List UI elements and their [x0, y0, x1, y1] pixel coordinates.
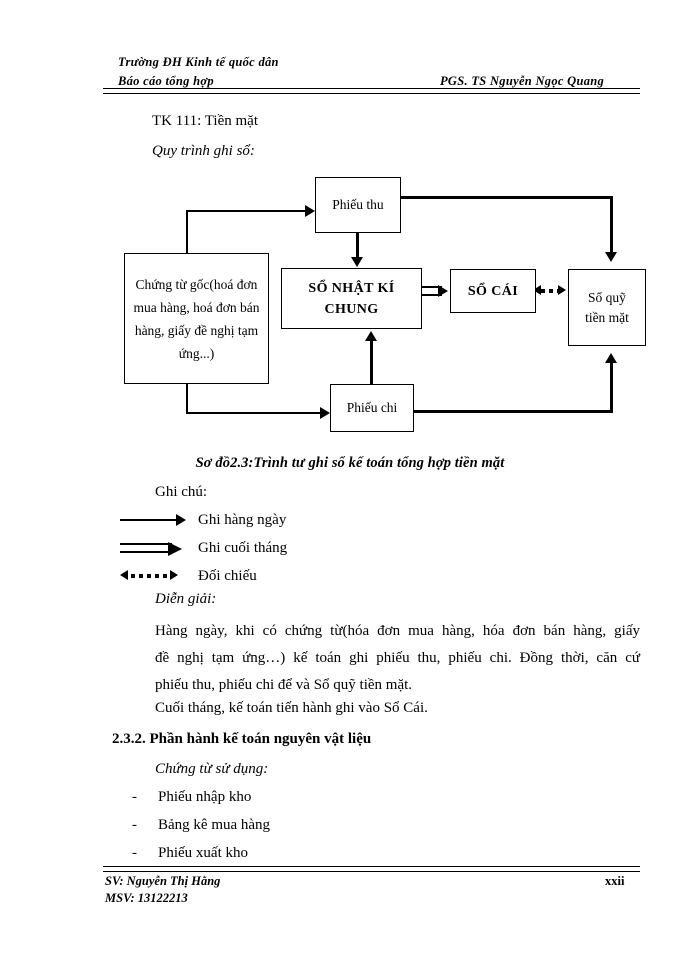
connector-source-to-payment-horizontal — [186, 412, 322, 414]
node-source-documents: Chứng từ gốc(hoá đơn mua hàng, hoá đơn b… — [124, 253, 269, 384]
explanation-label: Diễn giải: — [155, 591, 217, 607]
list-item: - Phiếu xuất kho — [132, 845, 248, 862]
node-receipt-voucher-label: Phiếu thu — [332, 197, 384, 212]
list-item-marker: - — [132, 845, 137, 861]
documents-label: Chứng từ sử dụng: — [155, 761, 269, 777]
connector-receipt-to-journal — [356, 233, 359, 259]
node-general-ledger: SỔ CÁI — [450, 269, 536, 313]
explanation-line-3: phiếu thu, phiếu chi để và Sổ quỹ tiền m… — [155, 677, 413, 693]
legend-label-reconcile: Đối chiếu — [198, 568, 257, 584]
arrowhead-source-to-payment — [320, 407, 330, 419]
connector-source-to-receipt-horizontal — [186, 210, 306, 212]
list-item-marker: - — [132, 817, 137, 833]
diagram-caption: Sơ đồ2.3:Trình tư ghi sổ kế toán tổng hợ… — [195, 455, 505, 471]
header-report-title: Báo cáo tổng hợp — [118, 74, 214, 88]
list-item-label: Phiếu nhập kho — [158, 789, 252, 805]
list-item-label: Bảng kê mua hàng — [158, 817, 271, 833]
process-label: Quy trình ghi sổ: — [152, 143, 255, 159]
node-cash-book-label-line2: tiền mặt — [585, 309, 629, 325]
footer-page-number: xxii — [605, 874, 625, 888]
connector-source-to-payment-vertical — [186, 382, 188, 414]
explanation-line-2: đề nghị tạm ứng…) kế toán ghi phiếu thu,… — [155, 650, 640, 666]
footer-student-id: MSV: 13122213 — [105, 891, 188, 905]
connector-source-to-receipt-vertical — [186, 210, 188, 255]
arrowhead-payment-to-journal — [365, 331, 377, 341]
legend-label-monthly: Ghi cuối tháng — [198, 540, 288, 556]
connector-payment-to-cashbook-horizontal — [413, 410, 613, 413]
footer-student-name: SV: Nguyễn Thị Hằng — [105, 874, 221, 888]
closing-line: Cuối tháng, kế toán tiến hành ghi vào Sổ… — [155, 700, 428, 716]
arrowhead-reconcile-right — [558, 285, 566, 295]
connector-receipt-to-cashbook-vertical — [610, 196, 613, 254]
connector-ledger-cashbook-dotted — [541, 289, 563, 293]
legend-title: Ghi chú: — [155, 484, 208, 500]
header-divider — [103, 88, 640, 94]
node-general-journal: SỔ NHẬT KÍ CHUNG — [281, 268, 422, 329]
node-general-ledger-label: SỔ CÁI — [467, 283, 519, 299]
section-heading: 2.3.2. Phần hành kế toán nguyên vật liệu — [112, 731, 372, 747]
explanation-line-1: Hàng ngày, khi có chứng từ(hóa đơn mua h… — [155, 623, 640, 639]
cash-accounting-flowchart: Chứng từ gốc(hoá đơn mua hàng, hoá đơn b… — [0, 0, 700, 460]
legend-label-daily: Ghi hàng ngày — [198, 512, 287, 528]
arrowhead-source-to-receipt — [305, 205, 315, 217]
node-payment-voucher: Phiếu chi — [330, 384, 414, 432]
node-general-journal-label-line1: SỔ NHẬT KÍ — [308, 280, 395, 296]
account-line: TK 111: Tiền mặt — [152, 113, 258, 129]
list-item-marker: - — [132, 789, 137, 805]
node-general-journal-label-line2: CHUNG — [324, 301, 379, 317]
arrowhead-payment-to-cashbook — [605, 353, 617, 363]
footer-divider — [103, 866, 640, 872]
connector-payment-to-cashbook-vertical — [610, 362, 613, 412]
connector-receipt-to-cashbook-horizontal — [400, 196, 613, 199]
list-item: - Bảng kê mua hàng — [132, 817, 271, 834]
arrowhead-reconcile-left — [533, 285, 541, 295]
list-item: - Phiếu nhập kho — [132, 789, 252, 806]
explanation-paragraph: Hàng ngày, khi có chứng từ(hóa đơn mua h… — [155, 618, 640, 699]
node-cash-book: Sổ quỹ tiền mặt — [568, 269, 646, 346]
list-item-label: Phiếu xuất kho — [158, 845, 248, 861]
arrowhead-journal-to-ledger — [438, 285, 448, 297]
node-receipt-voucher: Phiếu thu — [315, 177, 401, 233]
header-university: Trường ĐH Kinh tế quốc dân — [118, 55, 279, 69]
arrowhead-receipt-to-cashbook — [605, 252, 617, 262]
header-supervisor: PGS. TS Nguyễn Ngọc Quang — [440, 74, 605, 88]
arrowhead-receipt-to-journal — [351, 257, 363, 267]
node-cash-book-label-line1: Sổ quỹ — [588, 289, 626, 305]
node-payment-voucher-label: Phiếu chi — [346, 400, 398, 415]
connector-payment-to-journal — [370, 340, 373, 384]
connector-journal-to-ledger-double — [422, 286, 442, 296]
node-source-documents-label: Chứng từ gốc(hoá đơn mua hàng, hoá đơn b… — [133, 276, 260, 361]
